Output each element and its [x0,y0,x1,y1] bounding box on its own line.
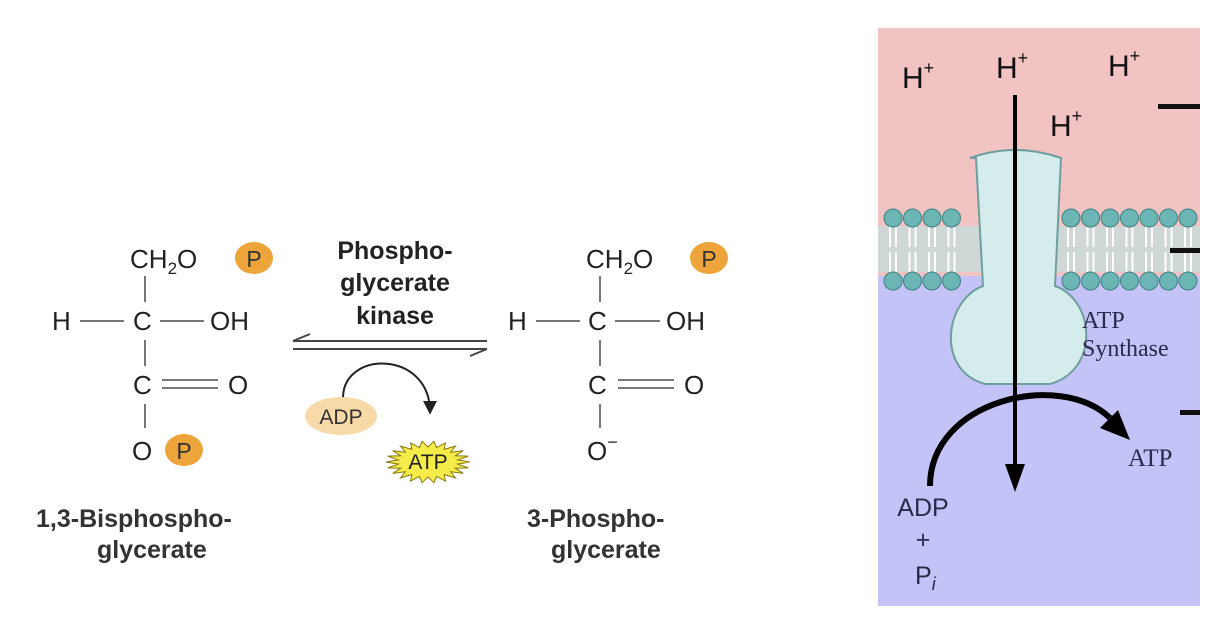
right-center-c: C [588,306,607,336]
product-atp: ATP [1128,445,1172,472]
protons: H+ H+ H+ H+ [902,46,1140,143]
lipid-head [922,271,942,291]
lipid-head [1081,271,1100,291]
right-top-phosphate: P [701,246,716,272]
left-bottom-o: O [132,436,152,466]
left-bottom-phosphate-circle [165,434,203,466]
proton-3: H+ [1108,46,1140,83]
membrane-panel: H+ H+ H+ H+ ATP Synthase ATP ADP + Pi [878,28,1200,606]
equilibrium-arrows [292,333,488,357]
atp-badge: ATP [385,440,471,484]
right-bottom-o: O− [587,432,618,466]
enzyme-label: Phospho- glycerate kinase [337,237,452,330]
proton-flow-head [1005,464,1025,492]
left-oh: OH [210,306,249,336]
left-molecule: CH2O P H C OH C O O P 1,3-Bisphospho- gl… [36,242,273,564]
adp-ellipse [305,397,377,435]
left-carbonyl-c: C [133,370,152,400]
enzyme-line2: glycerate [340,269,450,297]
right-h: H [508,306,527,336]
equilibrium-lower-head [469,348,488,357]
lipid-head [1120,271,1139,291]
lipid-head [922,208,942,228]
enzyme-line1: Phospho- [337,237,452,265]
left-center-c: C [133,306,152,336]
lipid-head [903,208,922,228]
left-name-line2: glycerate [97,536,207,564]
atp-synthase [949,149,1088,385]
left-h: H [52,306,71,336]
left-top-ch: CH2O [130,244,197,278]
lipid-head [1100,208,1120,228]
lipid-head [883,271,903,291]
negative-charge-top [1158,104,1200,109]
left-name-line1: 1,3-Bisphospho- [36,505,232,533]
left-bottom-phosphate: P [176,438,191,464]
left-carbonyl-o: O [228,370,248,400]
lipid-head [942,271,961,291]
negative-charge-bottom [1180,410,1200,415]
left-top-phosphate: P [246,246,261,272]
atp-label: ATP [408,451,447,474]
enzyme-line3: kinase [356,302,434,330]
negative-charge-middle [1170,248,1200,253]
proton-1: H+ [902,58,934,95]
lipid-head [1178,271,1198,291]
equilibrium-upper-head [292,333,311,342]
substrate-adp: ADP [897,494,948,522]
lipid-head [1139,271,1159,291]
lipid-head [1159,208,1178,228]
adp-label: ADP [319,406,362,429]
lipid-head [1100,271,1120,291]
proton-2: H+ [996,48,1028,85]
right-name-line2: glycerate [551,536,661,564]
lipid-head [1120,208,1139,228]
left-top-phosphate-circle [235,242,273,274]
synthase-label-line1: ATP [1082,308,1125,334]
lipid-head [1061,271,1081,291]
synthesis-arrow-head [1100,410,1130,440]
right-name-line1: 3-Phospho- [527,505,665,533]
lipid-head [1159,271,1178,291]
proton-4: H+ [1050,106,1082,143]
substrate-pi: Pi [915,562,937,594]
lipid-head [1081,208,1100,228]
right-molecule: CH2O P H C OH C O O− 3-Phospho- glycerat… [508,242,728,564]
lipid-heads [883,208,1198,291]
substrate-plus: + [916,526,931,554]
right-top-phosphate-circle [690,242,728,274]
right-carbonyl-c: C [588,370,607,400]
synthesis-curved-arrow [927,392,1113,487]
lipid-head [903,271,922,291]
right-top-ch: CH2O [586,244,653,278]
lipid-head [942,208,961,228]
adp-atp-curved-arrow [342,362,437,415]
synthase-label-line2: Synthase [1082,336,1169,362]
adp-badge: ADP [305,397,377,435]
lipid-head [1139,208,1159,228]
lipid-head [883,208,903,228]
atp-starburst [385,440,471,484]
lipid-head [1061,208,1081,228]
right-oh: OH [666,306,705,336]
lipid-head [1178,208,1198,228]
right-carbonyl-o: O [684,370,704,400]
